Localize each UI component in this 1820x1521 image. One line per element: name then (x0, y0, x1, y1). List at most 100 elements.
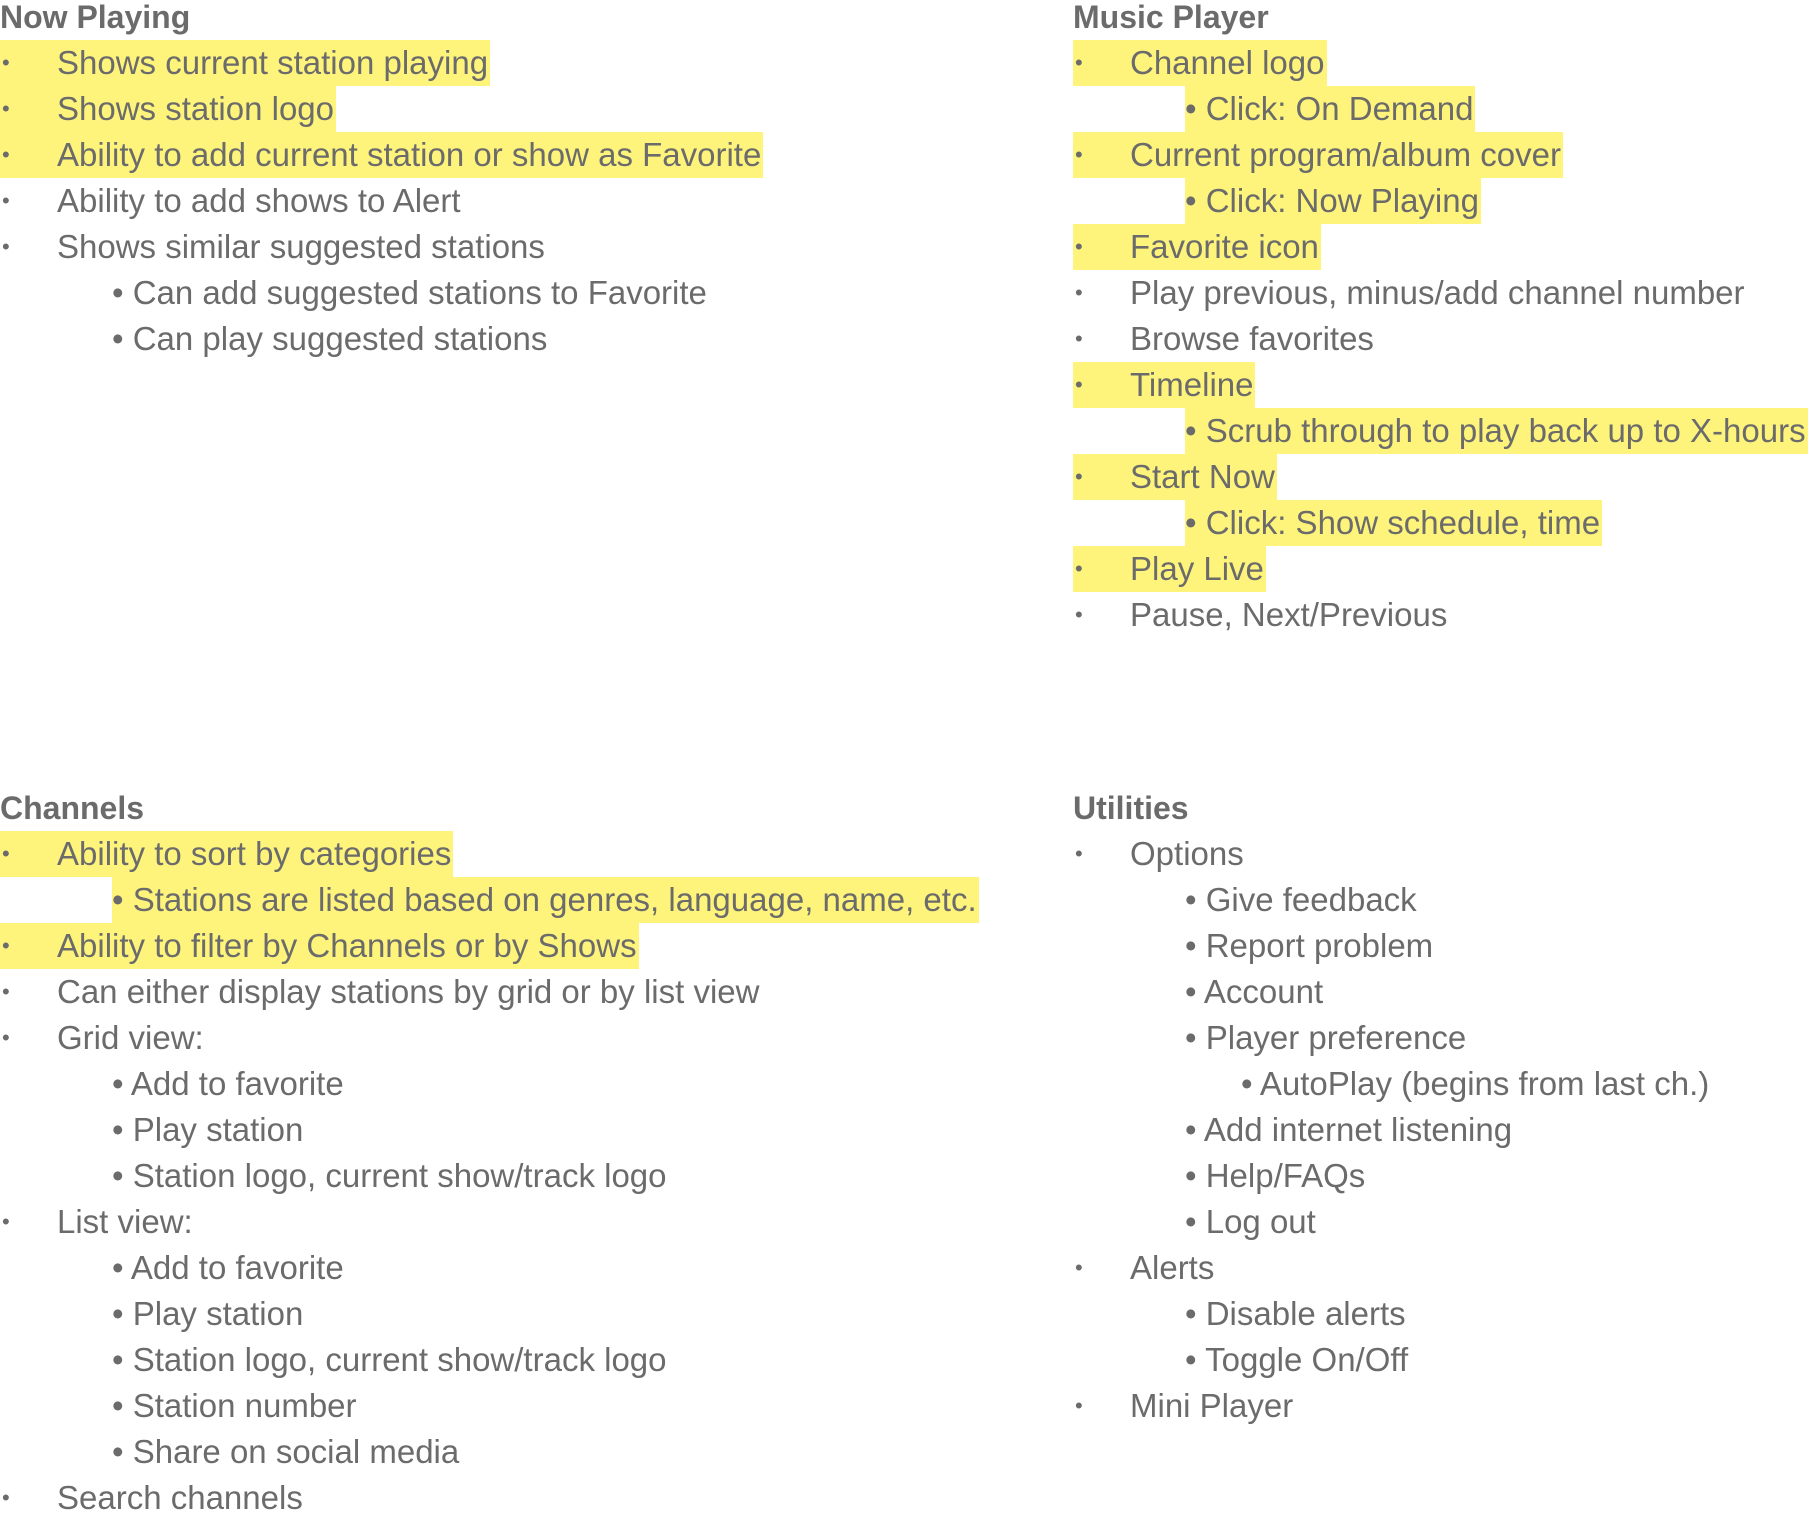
list-item-text: Search channels (57, 1479, 303, 1516)
list-item-text: • Station logo, current show/track logo (112, 1157, 667, 1194)
list-item-text: • Play station (112, 1295, 304, 1332)
list-item-text: Channel logo (1130, 40, 1327, 86)
list-item-text: • Disable alerts (1185, 1295, 1406, 1332)
list-item: •Alerts (1073, 1245, 1711, 1291)
list-item-text: • Click: On Demand (1185, 86, 1476, 132)
list-item: • Browse favorites (1073, 316, 1808, 362)
bullet-icon: • (0, 923, 57, 969)
list: •Shows current station playing•Shows sta… (0, 40, 764, 362)
list-item-text: • Can play suggested stations (112, 320, 548, 357)
list-item: •Channel logo (1073, 40, 1808, 86)
sub-list-item: • Station logo, current show/track logo (0, 1337, 979, 1383)
sub-list-item: • Share on social media (0, 1429, 979, 1475)
list-item: •Play previous, minus/add channel number (1073, 270, 1808, 316)
list-item-text: Mini Player (1130, 1387, 1294, 1424)
sub-list-item: • Toggle On/Off (1073, 1337, 1711, 1383)
list-item-text: • Account (1185, 973, 1324, 1010)
list-item-text: • Click: Now Playing (1185, 178, 1481, 224)
bullet-icon: • (2, 979, 10, 1004)
sub-list-item: • Play station (0, 1107, 979, 1153)
bullet-icon: • (0, 132, 57, 178)
sub-list-item: • Scrub through to play back up to X-hou… (1073, 408, 1808, 454)
list-item: •Grid view: (0, 1015, 979, 1061)
list-item: •Search channels (0, 1475, 979, 1521)
sub-list-item: • Account (1073, 969, 1711, 1015)
sub-list-item: • Log out (1073, 1199, 1711, 1245)
list-item-text: • Station logo, current show/track logo (112, 1341, 667, 1378)
bullet-icon: • (0, 86, 57, 132)
list-item: • Pause, Next/Previous (1073, 592, 1808, 638)
list-item-text: • Add to favorite (112, 1065, 344, 1102)
list-item: •Current program/album cover (1073, 132, 1808, 178)
list-item-text: • Give feedback (1185, 881, 1417, 918)
sub-list-item: • Add to favorite (0, 1245, 979, 1291)
list-item-text: • Player preference (1185, 1019, 1467, 1056)
list-item: •Favorite icon (1073, 224, 1808, 270)
list-item-text: Ability to add shows to Alert (57, 182, 461, 219)
section-now-playing: Now Playing •Shows current station playi… (0, 0, 764, 362)
list: •Options • Give feedback • Report problem •… (1073, 831, 1711, 1429)
list-item-text: • Click: Show schedule, time (1185, 500, 1603, 546)
list-item-text: Alerts (1130, 1249, 1215, 1286)
sub-list-item: • Give feedback (1073, 877, 1711, 923)
bullet-icon: • (1073, 546, 1130, 592)
bullet-icon: • (1075, 1393, 1083, 1418)
list-item: •Start Now (1073, 454, 1808, 500)
bullet-icon: • (0, 40, 57, 86)
sub-list-item: • Click: On Demand (1073, 86, 1808, 132)
list-item-text: • Station number (112, 1387, 357, 1424)
list-item-text: Ability to filter by Channels or by Show… (57, 923, 639, 969)
bullet-icon: • (1075, 602, 1083, 627)
list-item-text: Pause, Next/Previous (1130, 596, 1448, 633)
sub-list-item: • Click: Now Playing (1073, 178, 1808, 224)
list-item: • Ability to add shows to Alert (0, 178, 763, 224)
list-item: •Options (1073, 831, 1711, 877)
sub-list-item: • Stations are listed based on genres, l… (0, 877, 979, 923)
list-item: •Timeline (1073, 362, 1808, 408)
bullet-icon: • (2, 234, 10, 259)
sub-list-item: • Add to favorite (0, 1061, 979, 1107)
list-item-text: Browse favorites (1130, 320, 1374, 357)
section-music-player: Music Player •Channel logo• Click: On De… (1073, 0, 1808, 638)
list-item-text: Timeline (1130, 362, 1256, 408)
sub-list-item: • Click: Show schedule, time (1073, 500, 1808, 546)
sub-list-item: • Help/FAQs (1073, 1153, 1711, 1199)
section-title: Utilities (1073, 790, 1189, 826)
list-item-text: Current program/album cover (1130, 132, 1563, 178)
sub-list-item: • Disable alerts (1073, 1291, 1711, 1337)
bullet-icon: • (2, 188, 10, 213)
list-item-text: • Help/FAQs (1185, 1157, 1366, 1194)
list-item: • Mini Player (1073, 1383, 1711, 1429)
bullet-icon: • (1073, 454, 1130, 500)
list-item-text: Shows station logo (57, 86, 337, 132)
section-channels: Channels •Ability to sort by categories•… (0, 791, 979, 1521)
list-item-text: List view: (57, 1203, 193, 1240)
list-item: •Ability to filter by Channels or by Sho… (0, 923, 979, 969)
bullet-icon: • (0, 831, 57, 877)
sub-list-item: • Station number (0, 1383, 979, 1429)
bullet-icon: • (2, 1209, 10, 1234)
sub-list-item: • Can add suggested stations to Favorite (0, 270, 763, 316)
sub-list-item: • Station logo, current show/track logo (0, 1153, 979, 1199)
list: •Ability to sort by categories• Stations… (0, 831, 979, 1521)
bullet-icon: • (1075, 841, 1083, 866)
bullet-icon: • (1075, 280, 1083, 305)
list-item: •Ability to sort by categories (0, 831, 979, 877)
list-item-text: Favorite icon (1130, 224, 1321, 270)
list-item: •Shows similar suggested stations (0, 224, 763, 270)
list-item-text: • Report problem (1185, 927, 1434, 964)
list-item-text: • Play station (112, 1111, 304, 1148)
bullet-icon: • (1073, 224, 1130, 270)
list-item: •Ability to add current station or show … (0, 132, 764, 178)
list-item-text: Ability to add current station or show a… (57, 132, 764, 178)
section-utilities: Utilities •Options • Give feedback • Repor… (1073, 791, 1711, 1429)
list-item: •Play Live (1073, 546, 1808, 592)
bullet-icon: • (1075, 326, 1083, 351)
sub-list-item: • AutoPlay (begins from last ch.) (1073, 1061, 1711, 1107)
list: •Channel logo• Click: On Demand•Current … (1073, 40, 1808, 638)
list-item-text: Can either display stations by grid or b… (57, 973, 760, 1010)
sub-list-item: • Player preference (1073, 1015, 1711, 1061)
list-item: • List view: (0, 1199, 979, 1245)
list-item-text: • Add to favorite (112, 1249, 344, 1286)
list-item-text: • Log out (1185, 1203, 1316, 1240)
